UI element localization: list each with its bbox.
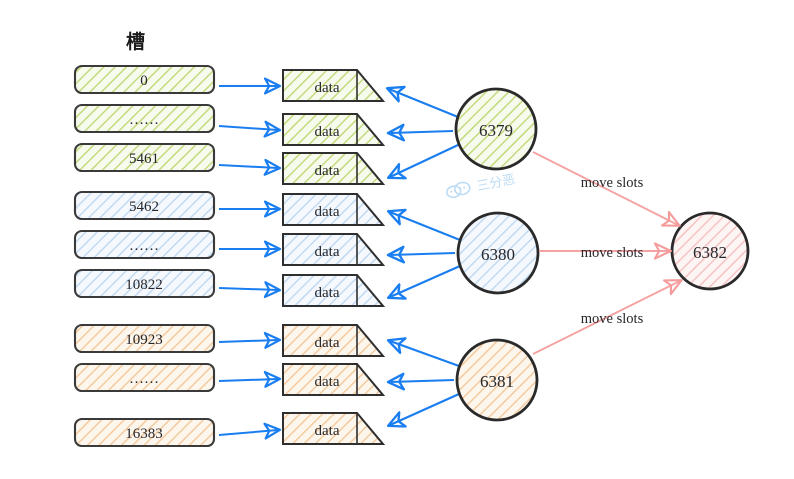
arrow-node-data [389, 89, 459, 118]
data-box[interactable]: data [282, 113, 386, 146]
arrow-move-slots-top [532, 151, 681, 227]
data-label: data [315, 423, 340, 439]
arrow-slot-data [218, 165, 278, 168]
slot-box[interactable]: 10822 [73, 268, 216, 299]
data-box[interactable]: data [282, 233, 386, 266]
slot-value: …… [129, 238, 159, 254]
slot-box[interactable]: …… [73, 103, 216, 134]
data-label: data [315, 285, 340, 301]
node-6380[interactable]: 6380 [456, 211, 540, 295]
arrow-node-data [390, 393, 460, 425]
slot-box[interactable]: 5462 [73, 190, 216, 221]
node-label: 6382 [693, 243, 727, 262]
move-slots-label: move slots [581, 175, 644, 191]
data-box[interactable]: data [282, 324, 386, 357]
node-6379[interactable]: 6379 [454, 87, 538, 171]
arrow-slot-data [218, 430, 278, 435]
arrow-slot-data [218, 379, 278, 381]
arrow-node-data [390, 253, 456, 255]
data-box[interactable]: data [282, 274, 386, 307]
node-6382[interactable]: 6382 [670, 211, 750, 291]
node-label: 6380 [481, 245, 515, 264]
move-slots-arrows [532, 151, 683, 355]
slot-box[interactable]: 5461 [73, 142, 216, 173]
arrow-node-data [390, 212, 461, 241]
node-label: 6379 [479, 121, 513, 140]
watermark: 三分恶 [444, 168, 517, 202]
slot-value: 0 [140, 73, 148, 89]
data-box[interactable]: data [282, 69, 386, 102]
arrow-slot-data [218, 126, 278, 130]
arrow-node-data [390, 265, 461, 297]
slot-to-data-arrows [218, 86, 278, 435]
arrow-move-slots-bottom [532, 279, 683, 355]
move-slots-label: move slots [581, 311, 644, 327]
data-label: data [315, 124, 340, 140]
move-slots-label: move slots [581, 245, 644, 261]
slot-box[interactable]: 0 [73, 64, 216, 95]
slot-value: …… [129, 371, 159, 387]
arrow-slot-data [218, 340, 278, 342]
data-box[interactable]: data [282, 363, 386, 396]
data-column: data data data data data [282, 69, 386, 445]
data-box[interactable]: data [282, 152, 386, 185]
slot-value: 10822 [125, 277, 163, 293]
speech-bubbles-icon [444, 179, 473, 202]
data-label: data [315, 335, 340, 351]
arrow-node-data [390, 144, 459, 177]
data-label: data [315, 163, 340, 179]
slot-value: 5462 [129, 199, 159, 215]
slot-column: 0 …… 5461 5462 …… 10822 [73, 64, 216, 448]
page-title: 槽 [126, 32, 147, 53]
node-6381[interactable]: 6381 [455, 338, 539, 422]
slot-box[interactable]: 10923 [73, 323, 216, 354]
slot-box[interactable]: 16383 [73, 417, 216, 448]
arrow-node-data [390, 341, 460, 367]
slot-value: …… [129, 112, 159, 128]
node-label: 6381 [480, 372, 514, 391]
arrow-slot-data [218, 288, 278, 290]
arrow-node-data [390, 380, 455, 382]
slot-value: 16383 [125, 426, 163, 442]
slot-box[interactable]: …… [73, 229, 216, 260]
data-label: data [315, 204, 340, 220]
data-box[interactable]: data [282, 412, 386, 445]
node-to-data-arrows [389, 89, 461, 425]
data-label: data [315, 244, 340, 260]
data-box[interactable]: data [282, 193, 386, 226]
slot-box[interactable]: …… [73, 362, 216, 393]
data-label: data [315, 80, 340, 96]
data-label: data [315, 374, 340, 390]
arrow-node-data [390, 131, 454, 133]
slot-value: 5461 [129, 151, 159, 167]
slot-value: 10923 [125, 332, 163, 348]
